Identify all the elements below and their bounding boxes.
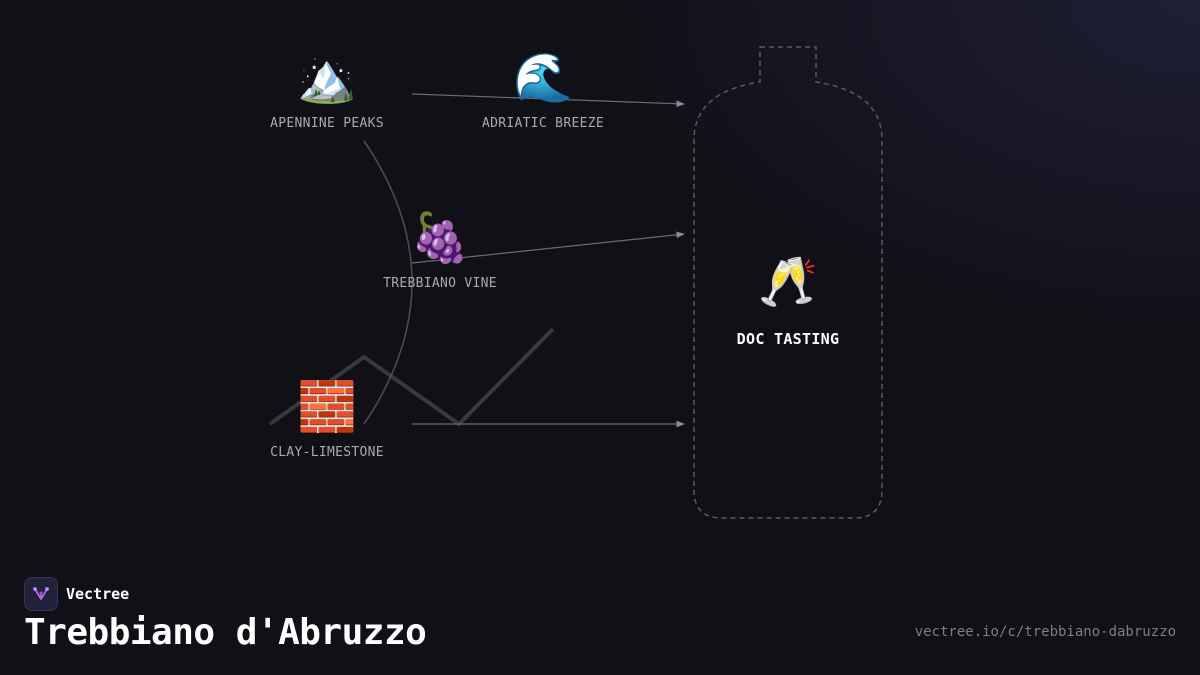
- bottle-outline: [693, 46, 883, 519]
- edge-adriatic-to-tasting: [411, 93, 685, 108]
- decorative-zigzag: [268, 327, 555, 427]
- clinking-glasses-icon: 🥂: [758, 254, 818, 310]
- node-label: DOC TASTING: [736, 330, 840, 348]
- brand[interactable]: Vectree: [24, 577, 129, 611]
- node-label: TREBBIANO VINE: [383, 276, 497, 291]
- decorative-arc: [363, 140, 413, 425]
- node-label: APENNINE PEAKS: [270, 116, 384, 131]
- brand-name: Vectree: [66, 585, 130, 603]
- node-label: CLAY-LIMESTONE: [270, 445, 384, 460]
- wave-icon: 🌊: [513, 50, 573, 106]
- edge-vine-to-tasting: [411, 231, 685, 264]
- page-url[interactable]: vectree.io/c/trebbiano-dabruzzo: [914, 624, 1176, 640]
- node-label: ADRIATIC BREEZE: [482, 116, 604, 131]
- node-doc-tasting[interactable]: 🥂 DOC TASTING: [688, 254, 888, 348]
- page-title: Trebbiano d'Abruzzo: [24, 612, 427, 653]
- node-adriatic-breeze[interactable]: 🌊 ADRIATIC BREEZE: [443, 50, 643, 131]
- brick-icon: 🧱: [297, 379, 357, 435]
- mountain-icon: 🏔️: [297, 50, 357, 106]
- node-apennine-peaks[interactable]: 🏔️ APENNINE PEAKS: [227, 50, 427, 131]
- node-clay-limestone[interactable]: 🧱 CLAY-LIMESTONE: [227, 379, 427, 460]
- grapes-icon: 🍇: [410, 210, 470, 266]
- node-trebbiano-vine[interactable]: 🍇 TREBBIANO VINE: [340, 210, 540, 291]
- vectree-logo-icon: [24, 577, 58, 611]
